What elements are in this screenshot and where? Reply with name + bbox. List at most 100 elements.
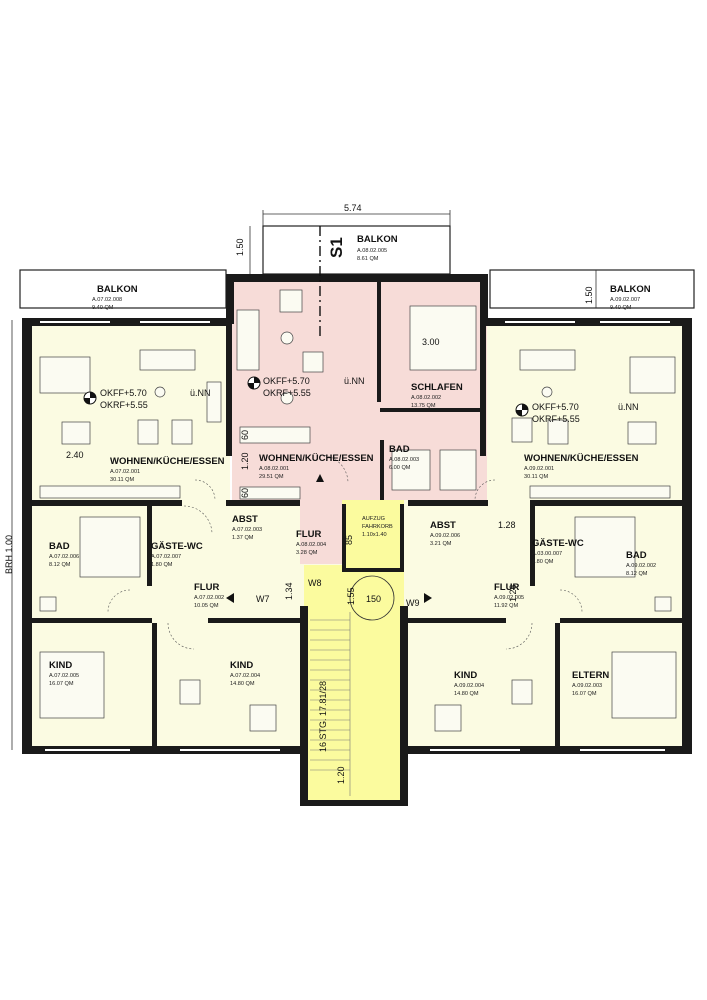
rooms-wohnen-center-area: 29.51 QM — [259, 474, 284, 480]
room-gaeste-right: GÄSTE-WC A.03.00.007 1.80 QM — [532, 538, 584, 565]
stair-label: 16 STG. 17.81/28 — [318, 681, 328, 752]
dim-bed: 3.00 — [422, 337, 440, 347]
rooms-wohnen-left-id: A.07.02.001 — [110, 469, 140, 475]
rooms-eltern-name: ELTERN — [572, 670, 609, 681]
rooms-aufzug-line2: FAHRKORB — [362, 524, 393, 530]
level-center-okff: OKFF+5.70 — [263, 376, 310, 386]
section-marker — [226, 226, 432, 603]
rooms-bad-left-id: A.07.02.006 — [49, 554, 79, 560]
room-schlafen: SCHLAFEN A.08.02.002 13.75 QM — [411, 382, 463, 409]
rooms-wohnen-left-area: 30.11 QM — [110, 477, 134, 483]
room-wohnen-right: WOHNEN/KÜCHE/ESSEN A.09.02.001 30.11 QM — [524, 453, 639, 480]
dim-balcony-right: 1.50 — [584, 286, 594, 304]
rooms-balkon-right-area: 9.40 QM — [610, 305, 632, 311]
dim-landing: 150 — [366, 594, 381, 604]
rooms-wohnen-left-name: WOHNEN/KÜCHE/ESSEN — [110, 456, 225, 467]
level-right-nn: ü.NN — [618, 402, 639, 412]
room-abst-right: ABST A.09.02.006 3.21 QM — [430, 520, 460, 547]
rooms-kind-cl-id: A.07.02.004 — [230, 673, 260, 679]
rooms-gaeste-right-name: GÄSTE-WC — [532, 538, 584, 549]
rooms-kind-cr-name: KIND — [454, 670, 477, 681]
rooms-flur-left-id: A.07.02.002 — [194, 595, 224, 601]
rooms-abst-left-name: ABST — [232, 514, 258, 525]
rooms-schlafen-id: A.08.02.002 — [411, 395, 441, 401]
rooms-abst-right-name: ABST — [430, 520, 456, 531]
room-aufzug: AUFZUG FAHRKORB 1.10x1.40 — [362, 516, 393, 538]
dim-wohnen-left: 2.40 — [66, 450, 84, 460]
rooms-kind-left-id: A.07.02.005 — [49, 673, 79, 679]
dim-abst-right: 1.28 — [498, 520, 516, 530]
rooms-flur-right-id: A.09.02.005 — [494, 595, 524, 601]
rooms-gaeste-left-name: GÄSTE-WC — [151, 541, 203, 552]
labels: S1 5.74 1.50 1.50 60 1.20 60 3.00 2.40 1… — [4, 203, 656, 784]
rooms-schlafen-area: 13.75 QM — [411, 403, 436, 409]
level-markers — [83, 376, 529, 417]
rooms-kind-cl-area: 14.80 QM — [230, 681, 255, 687]
room-flur-center: FLUR A.08.02.004 3.28 QM — [296, 529, 326, 556]
rooms-bad-left-name: BAD — [49, 541, 70, 552]
room-flur-left: FLUR A.07.02.002 10.05 QM — [194, 582, 224, 609]
rooms-balkon-left-area: 9.40 QM — [92, 305, 114, 311]
rooms-gaeste-right-area: 1.80 QM — [532, 559, 554, 565]
windows — [40, 321, 670, 751]
level-left-okff: OKFF+5.70 — [100, 388, 147, 398]
rooms-kind-cr-area: 14.80 QM — [454, 691, 479, 697]
wall-w9: W9 — [406, 598, 420, 608]
dim-120: 1.20 — [240, 452, 250, 470]
dim-60-a: 60 — [240, 430, 250, 440]
dim-top-width: 5.74 — [344, 203, 362, 213]
rooms-kind-left-name: KIND — [49, 660, 72, 671]
section-label: S1 — [327, 237, 346, 258]
dim-85: 85 — [344, 535, 354, 545]
rooms-balkon-right-id: A.09.02.007 — [610, 297, 640, 303]
rooms-bad-right-name: BAD — [626, 550, 647, 561]
level-left-nn: ü.NN — [190, 388, 211, 398]
rooms-eltern-id: A.09.02.003 — [572, 683, 602, 689]
room-kind-center-right: KIND A.09.02.004 14.80 QM — [454, 670, 484, 697]
dim-60-b: 60 — [240, 488, 250, 498]
rooms-schlafen-name: SCHLAFEN — [411, 382, 463, 393]
rooms-balkon-center-id: A.08.02.005 — [357, 248, 387, 254]
rooms-bad-center-id: A.08.02.003 — [389, 457, 419, 463]
door-swings — [107, 454, 583, 650]
level-left-okrf: OKRF+5.55 — [100, 400, 148, 410]
rooms-bad-left-area: 8.12 QM — [49, 562, 71, 568]
room-eltern: ELTERN A.09.02.003 16.07 QM — [572, 670, 609, 697]
level-right-okrf: OKRF+5.55 — [532, 414, 580, 424]
room-flur-right: FLUR A.09.02.005 11.92 QM — [494, 582, 524, 609]
rooms-abst-right-area: 3.21 QM — [430, 541, 452, 547]
rooms-abst-left-id: A.07.02.003 — [232, 527, 262, 533]
level-center-nn: ü.NN — [344, 376, 365, 386]
wall-w8: W8 — [308, 578, 322, 588]
room-bad-left: BAD A.07.02.006 8.12 QM — [49, 541, 79, 568]
rooms-flur-center-id: A.08.02.004 — [296, 542, 326, 548]
dimension-lines — [11, 210, 597, 750]
rooms-flur-left-area: 10.05 QM — [194, 603, 219, 609]
rooms-kind-left-area: 16.07 QM — [49, 681, 74, 687]
rooms-abst-left-area: 1.37 QM — [232, 535, 254, 541]
landing-circle — [349, 575, 395, 621]
rooms-gaeste-right-id: A.03.00.007 — [532, 551, 562, 557]
rooms-bad-right-area: 8.12 QM — [626, 571, 648, 577]
stair-treads — [310, 612, 351, 796]
rooms-wohnen-right-name: WOHNEN/KÜCHE/ESSEN — [524, 453, 639, 464]
furniture — [39, 289, 677, 732]
dim-flur-right: 1.26 — [508, 584, 518, 602]
room-balkon-center: BALKON A.08.02.005 8.61 QM — [357, 234, 398, 262]
wall-w7: W7 — [256, 594, 270, 604]
dim-balcony-left: 1.50 — [235, 238, 245, 256]
room-kind-center-left: KIND A.07.02.004 14.80 QM — [230, 660, 260, 687]
rooms-kind-cl-name: KIND — [230, 660, 253, 671]
rooms-flur-left-name: FLUR — [194, 582, 219, 593]
room-abst-left: ABST A.07.02.003 1.37 QM — [232, 514, 262, 541]
rooms-bad-center-area: 6.00 QM — [389, 465, 411, 471]
room-balkon-left: BALKON A.07.02.008 9.40 QM — [92, 284, 138, 311]
rooms-balkon-left-id: A.07.02.008 — [92, 297, 122, 303]
level-center-okrf: OKRF+5.55 — [263, 388, 311, 398]
rooms-flur-center-area: 3.28 QM — [296, 550, 318, 556]
rooms-aufzug-name: AUFZUG — [362, 516, 385, 522]
rooms-balkon-right-name: BALKON — [610, 284, 651, 295]
rooms-flur-center-name: FLUR — [296, 529, 321, 540]
rooms-abst-right-id: A.09.02.006 — [430, 533, 460, 539]
